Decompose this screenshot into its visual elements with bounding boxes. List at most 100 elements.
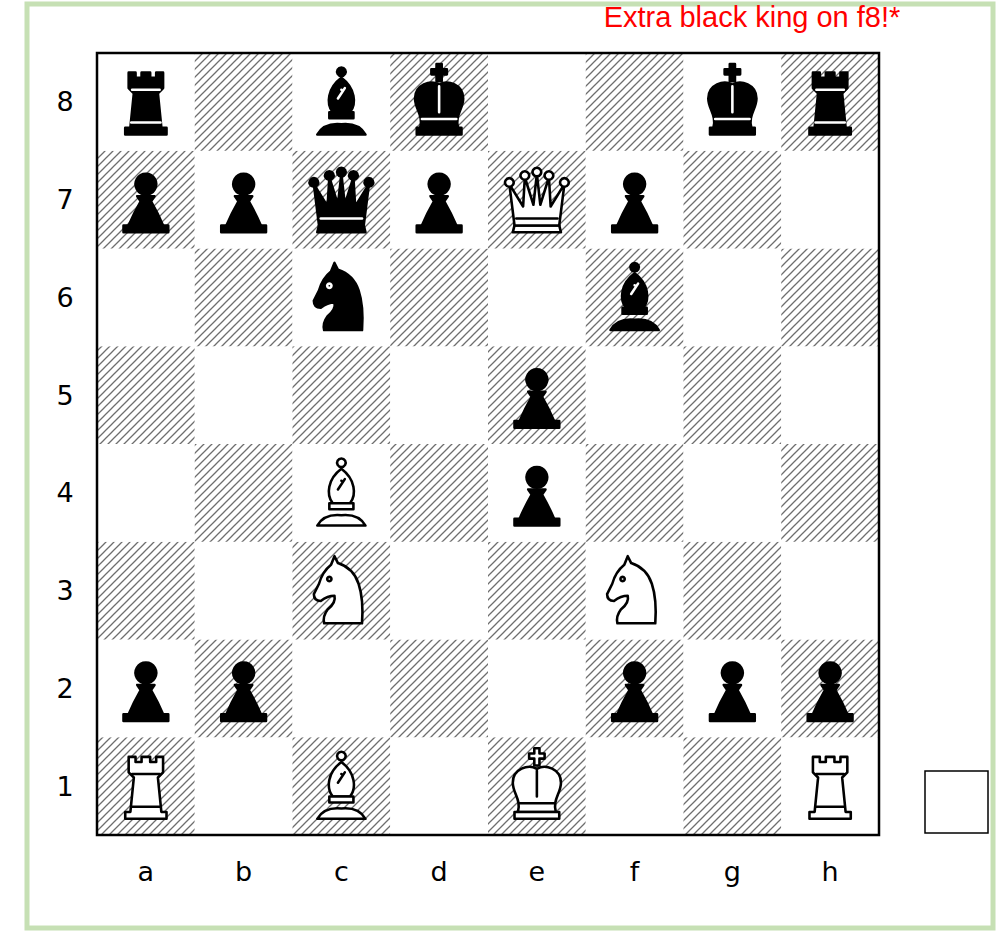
board-square xyxy=(488,53,586,151)
piece-part xyxy=(314,174,369,226)
board-square xyxy=(97,346,195,444)
board-square xyxy=(488,737,586,835)
piece-part xyxy=(337,67,346,76)
board-square xyxy=(293,542,391,640)
board-square xyxy=(586,53,684,151)
piece-part xyxy=(623,308,647,314)
board-square xyxy=(293,151,391,249)
piece-part xyxy=(221,225,266,232)
file-letter: b xyxy=(235,858,252,885)
piece-part xyxy=(422,196,456,225)
board-square xyxy=(293,249,391,347)
board-square xyxy=(488,444,586,542)
chess-piece xyxy=(221,663,266,721)
chess-piece xyxy=(809,73,850,135)
chess-piece xyxy=(611,263,659,330)
board-square xyxy=(781,249,879,347)
board-square xyxy=(684,542,782,640)
chess-piece xyxy=(415,64,463,135)
piece-part xyxy=(820,663,841,684)
board-square xyxy=(195,737,293,835)
board-square xyxy=(684,346,782,444)
board-square xyxy=(781,542,879,640)
file-letter: f xyxy=(630,858,640,885)
rank-number: 1 xyxy=(56,773,73,800)
chess-piece xyxy=(124,663,169,721)
piece-part xyxy=(422,86,456,119)
piece-part xyxy=(710,714,755,721)
piece-part xyxy=(725,64,740,81)
chess-piece xyxy=(809,757,850,819)
board-square xyxy=(195,346,293,444)
chess-piece xyxy=(708,64,756,135)
piece-part xyxy=(630,263,639,272)
piece-part xyxy=(529,748,544,765)
piece-part xyxy=(710,128,755,135)
board-square xyxy=(586,737,684,835)
piece-part xyxy=(816,90,845,123)
board-square xyxy=(781,53,879,151)
board-square xyxy=(293,444,391,542)
piece-part xyxy=(129,685,163,714)
board-square xyxy=(781,151,879,249)
board-square xyxy=(586,249,684,347)
piece-part xyxy=(329,78,354,112)
chess-piece xyxy=(612,663,657,721)
board-border xyxy=(97,53,879,835)
piece-part xyxy=(505,168,569,187)
chess-piece xyxy=(607,556,656,623)
piece-part xyxy=(813,685,847,714)
piece-part xyxy=(310,168,374,187)
board-square xyxy=(586,542,684,640)
board-square xyxy=(684,249,782,347)
piece-part xyxy=(816,774,845,807)
file-letter: h xyxy=(822,858,839,885)
board-square xyxy=(195,53,293,151)
chess-piece xyxy=(314,556,363,623)
board-square xyxy=(684,444,782,542)
board-square xyxy=(586,640,684,738)
piece-part xyxy=(321,217,362,220)
piece-part xyxy=(131,90,160,123)
piece-part xyxy=(431,64,446,81)
board-square xyxy=(684,151,782,249)
piece-part xyxy=(314,556,363,623)
board-square xyxy=(390,53,488,151)
board-square xyxy=(293,640,391,738)
piece-part xyxy=(509,174,564,226)
side-to-move-box xyxy=(925,771,988,833)
piece-part xyxy=(136,663,157,684)
rank-number: 7 xyxy=(56,186,73,213)
piece-part xyxy=(515,421,560,428)
piece-part xyxy=(124,714,169,721)
piece-part xyxy=(337,752,346,761)
piece-part xyxy=(631,284,638,294)
board-square xyxy=(390,249,488,347)
piece-part xyxy=(338,772,345,782)
board-square xyxy=(293,737,391,835)
file-letter: a xyxy=(138,858,155,885)
board-square xyxy=(195,444,293,542)
piece-part xyxy=(513,767,561,812)
piece-part xyxy=(327,284,331,288)
chess-piece xyxy=(505,168,569,233)
chess-piece xyxy=(612,174,657,232)
piece-part xyxy=(329,762,354,796)
board-square xyxy=(195,542,293,640)
board-square xyxy=(488,640,586,738)
piece-part xyxy=(125,73,166,135)
piece-part xyxy=(417,225,462,232)
board-square xyxy=(488,151,586,249)
board-square xyxy=(390,346,488,444)
file-letter: g xyxy=(724,858,741,885)
piece-part xyxy=(317,124,365,135)
board-square xyxy=(684,640,782,738)
board-square xyxy=(97,151,195,249)
board-square xyxy=(97,640,195,738)
chess-piece xyxy=(317,752,365,819)
piece-part xyxy=(327,577,331,581)
chess-piece xyxy=(310,168,374,233)
rank-number: 8 xyxy=(56,88,73,115)
piece-part xyxy=(221,714,266,721)
piece-part xyxy=(329,503,353,509)
